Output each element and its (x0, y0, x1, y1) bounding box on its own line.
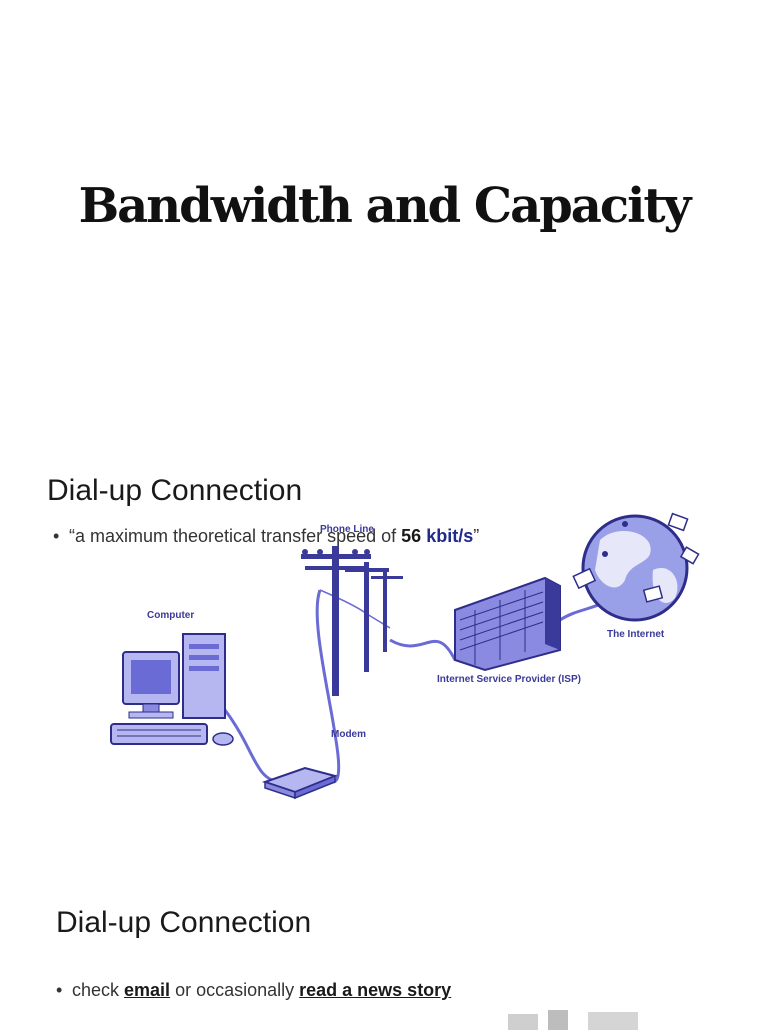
isp-label: Internet Service Provider (ISP) (437, 674, 581, 685)
bullet-dot: • (56, 980, 63, 1000)
bullet-dot: • (53, 526, 60, 546)
globe-icon (572, 512, 700, 622)
news-story-text: read a news story (299, 980, 452, 1000)
bullet-prefix: “a maximum theoretical transfer speed of (69, 526, 402, 546)
telephone-pole-icon (301, 546, 403, 696)
bullet-suffix: ” (473, 526, 480, 546)
speed-number: 56 (401, 526, 422, 546)
computer-icon (110, 633, 234, 746)
modem-icon (261, 766, 339, 800)
dialup-diagram: Phone Line Computer Internet Service Pro… (110, 512, 700, 800)
partial-image-fragment (508, 1010, 638, 1030)
bullet-item: • check email or occasionally read a news… (56, 980, 451, 1001)
isp-building-icon (454, 576, 561, 672)
slide-heading: Dial-up Connection (56, 906, 312, 939)
email-text: email (124, 980, 171, 1000)
internet-label: The Internet (607, 629, 665, 640)
slide-heading: Dial-up Connection (47, 474, 303, 507)
bullet-part1: check (72, 980, 125, 1000)
modem-label: Modem (331, 729, 366, 740)
computer-label: Computer (147, 610, 194, 621)
dialup-usage-slide: Dial-up Connection • check email or occas… (0, 870, 768, 1030)
dialup-slide: Dial-up Connection • “a maximum theoretic… (0, 440, 768, 840)
title-slide: Bandwidth and Capacity (0, 0, 768, 440)
bullet-item: • “a maximum theoretical transfer speed o… (53, 526, 479, 547)
phone-line-label: Phone Line (320, 524, 374, 535)
bullet-part2: or occasionally (170, 980, 300, 1000)
speed-unit: kbit/s (426, 526, 474, 546)
page-title: Bandwidth and Capacity (78, 178, 692, 234)
